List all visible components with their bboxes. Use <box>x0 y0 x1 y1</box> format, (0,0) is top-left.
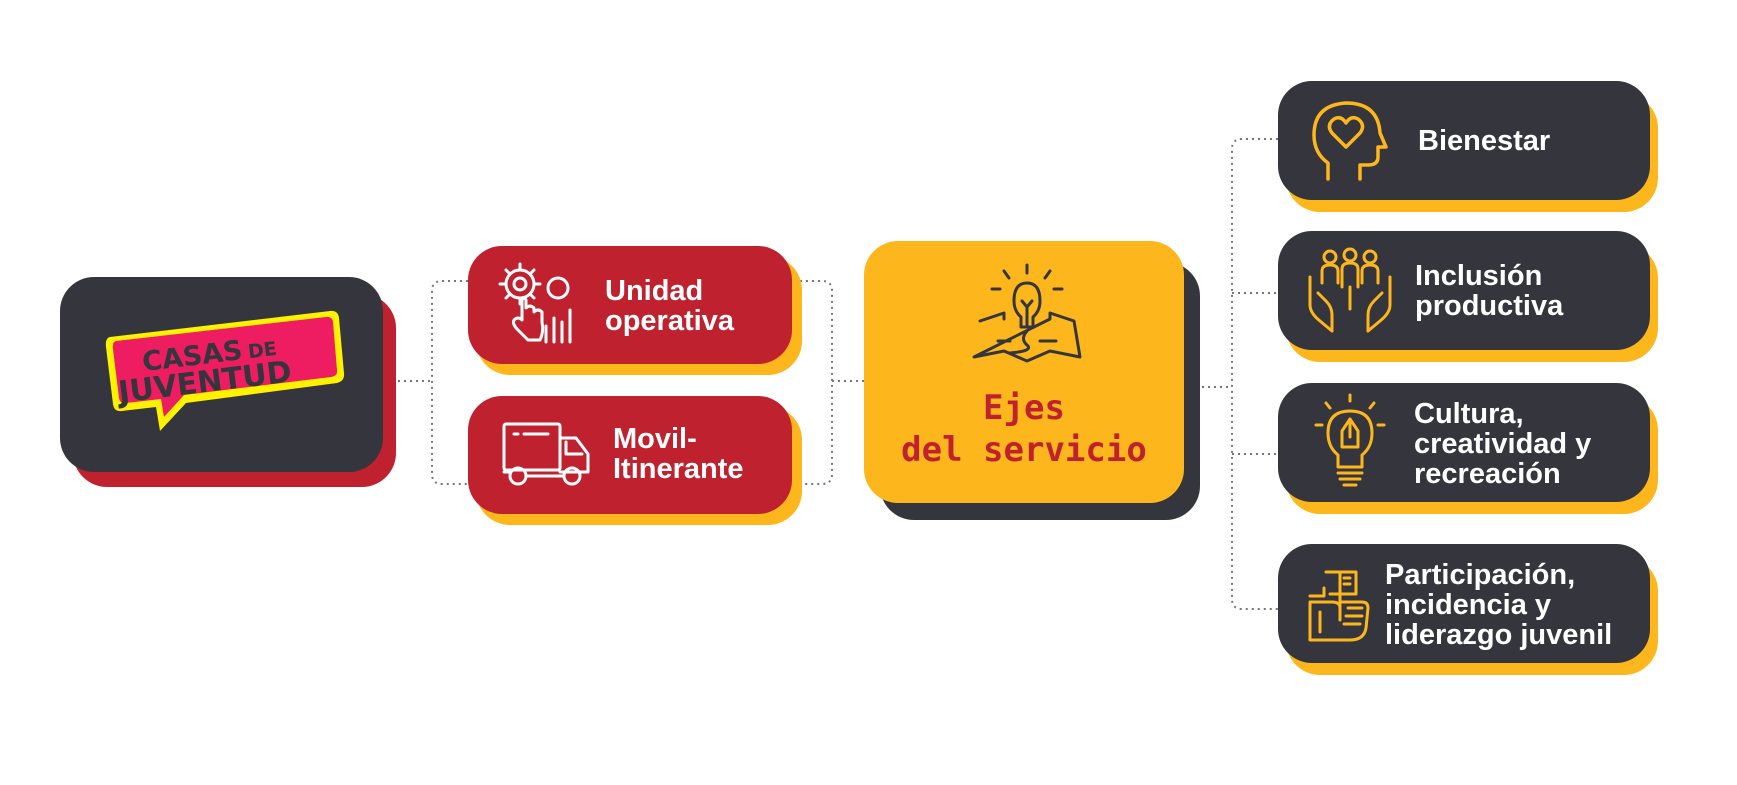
axis-label-line: liderazgo juvenil <box>1385 619 1613 651</box>
modality-card-unidad: Unidad operativa <box>468 246 792 364</box>
axis-label-line: Cultura, <box>1414 398 1524 430</box>
center-title-line2: del servicio <box>901 430 1147 470</box>
modality-label-line1: Movil- <box>613 423 697 455</box>
axis-label-line: creatividad y <box>1414 428 1592 460</box>
axis-label-line: Bienestar <box>1418 125 1551 157</box>
axis-card-participacion: Participación, incidencia y liderazgo ju… <box>1278 544 1650 663</box>
axis-card-bienestar: Bienestar <box>1278 81 1650 200</box>
modality-label-movil: Movil- Itinerante <box>613 424 744 484</box>
axis-card-cultura: Cultura, creatividad y recreación <box>1278 383 1650 502</box>
center-title-line1: Ejes <box>983 388 1065 428</box>
fist-flag-icon <box>1308 570 1370 642</box>
axis-label-cultura: Cultura, creatividad y recreación <box>1414 399 1591 489</box>
axis-card-inclusion: Inclusión productiva <box>1278 231 1650 350</box>
axis-label-line: Participación, <box>1385 559 1576 591</box>
axis-label-line: incidencia y <box>1385 589 1552 621</box>
modality-label-line2: operativa <box>605 305 734 337</box>
axis-label-inclusion: Inclusión productiva <box>1415 261 1563 321</box>
axis-label-participacion: Participación, incidencia y liderazgo ju… <box>1385 560 1612 650</box>
modality-label-line1: Unidad <box>605 275 704 307</box>
lightbulb-map-icon <box>972 263 1082 363</box>
axis-label-line: Inclusión <box>1415 260 1543 292</box>
modality-label-unidad: Unidad operativa <box>605 276 734 336</box>
axis-label-line: productiva <box>1415 290 1564 322</box>
gear-pointer-chart-icon <box>498 262 572 344</box>
modality-card-movil: Movil- Itinerante <box>468 396 792 514</box>
truck-icon <box>502 422 590 486</box>
head-heart-icon <box>1312 101 1388 181</box>
axis-label-line: recreación <box>1414 458 1561 490</box>
axis-label-bienestar: Bienestar <box>1418 126 1550 156</box>
hands-people-icon <box>1308 247 1392 333</box>
modality-label-line2: Itinerante <box>613 453 744 485</box>
lightbulb-pen-icon <box>1314 393 1386 487</box>
center-card: Ejes del servicio <box>864 241 1184 503</box>
logo-card: CASAS DE JUVENTUD <box>60 277 383 472</box>
speech-bubble-logo-icon <box>105 310 345 431</box>
center-title: Ejes del servicio <box>864 387 1184 471</box>
